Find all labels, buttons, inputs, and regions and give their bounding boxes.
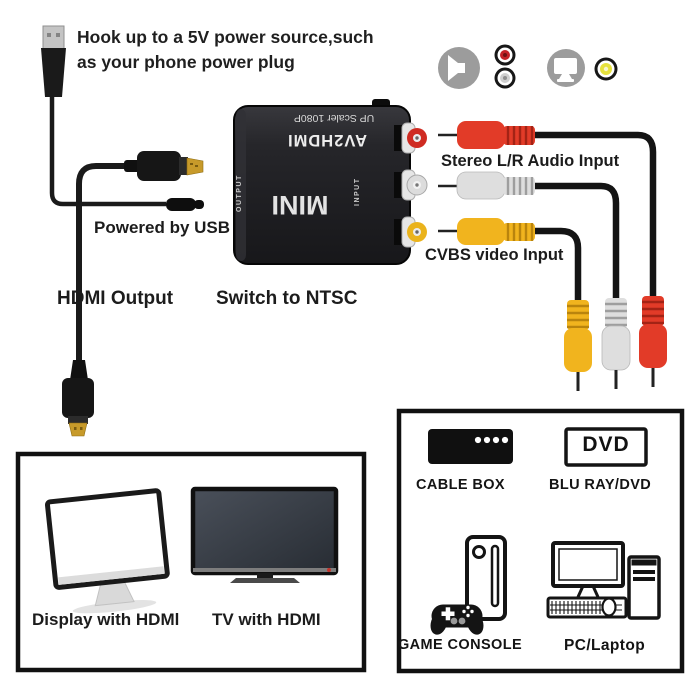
pc-icon	[546, 541, 661, 620]
converter-box	[233, 99, 411, 265]
rca-plug-white	[438, 171, 535, 200]
rca-yellow-icon	[594, 57, 618, 81]
pc-laptop-label: PC/Laptop	[564, 637, 646, 654]
power-note-line1: Hook up to a 5V power source,such	[77, 27, 374, 47]
speaker-icon	[438, 47, 480, 89]
hdmi-output-label: HDMI Output	[57, 288, 174, 309]
rca-cable-yellow	[530, 227, 582, 306]
rca-white-icon	[494, 67, 516, 89]
pc-tower-icon	[627, 555, 661, 620]
converter-model-text: AV2HDMI	[286, 131, 368, 149]
cable-box-label: CABLE BOX	[416, 477, 505, 493]
cable-box-icon	[428, 429, 513, 464]
usb-power-plug	[41, 25, 66, 97]
tv-with-hdmi-label: TV with HDMI	[212, 610, 321, 629]
converter-jack-yellow	[394, 216, 427, 248]
imac-illustration	[44, 488, 170, 614]
hdmi-plug-output	[62, 360, 94, 437]
display-icon	[547, 49, 585, 87]
converter-feature-text: UP Scaler 1080P	[293, 112, 375, 124]
rca-plug-red-bottom	[639, 296, 667, 387]
powered-by-usb-label: Powered by USB	[94, 218, 231, 237]
stereo-audio-input-label: Stereo L/R Audio Input	[441, 152, 620, 170]
cvbs-video-input-label: CVBS video Input	[425, 246, 564, 264]
dvd-player-icon	[564, 427, 648, 467]
converter-input-port-label: INPUT	[354, 177, 361, 207]
dvd-badge-text: DVD	[582, 433, 630, 456]
tv-illustration	[190, 486, 339, 583]
rca-plug-yellow	[438, 218, 535, 245]
converter-jack-white	[394, 169, 428, 201]
display-with-hdmi-label: Display with HDMl	[32, 610, 180, 629]
usb-power-cable	[49, 95, 166, 207]
power-note-line2: as your phone power plug	[77, 52, 295, 72]
rca-plug-yellow-bottom	[564, 300, 592, 391]
rca-plug-white-bottom	[601, 298, 631, 389]
game-console-icon	[430, 535, 507, 635]
rca-cable-red	[530, 131, 657, 300]
converter-brand-text: MINI	[271, 190, 329, 220]
rca-cable-white	[530, 182, 620, 302]
switch-to-ntsc-label: Switch to NTSC	[216, 288, 358, 309]
mouse-icon	[601, 597, 617, 617]
gamepad-icon	[430, 604, 484, 635]
bluray-dvd-label: BLU RAY/DVD	[549, 477, 652, 493]
hdmi-plug-to-converter	[124, 151, 204, 181]
hdmi-cable	[76, 163, 138, 364]
converter-output-port-label: OUTPUT	[236, 174, 243, 212]
rca-plug-red	[438, 121, 535, 149]
usb-power-connector	[166, 198, 204, 211]
converter-jack-red	[394, 122, 427, 154]
rca-red-icon	[494, 44, 516, 66]
game-console-label: GAME CONSOLE	[398, 637, 523, 653]
power-note: Hook up to a 5V power source,such as you…	[77, 25, 374, 75]
